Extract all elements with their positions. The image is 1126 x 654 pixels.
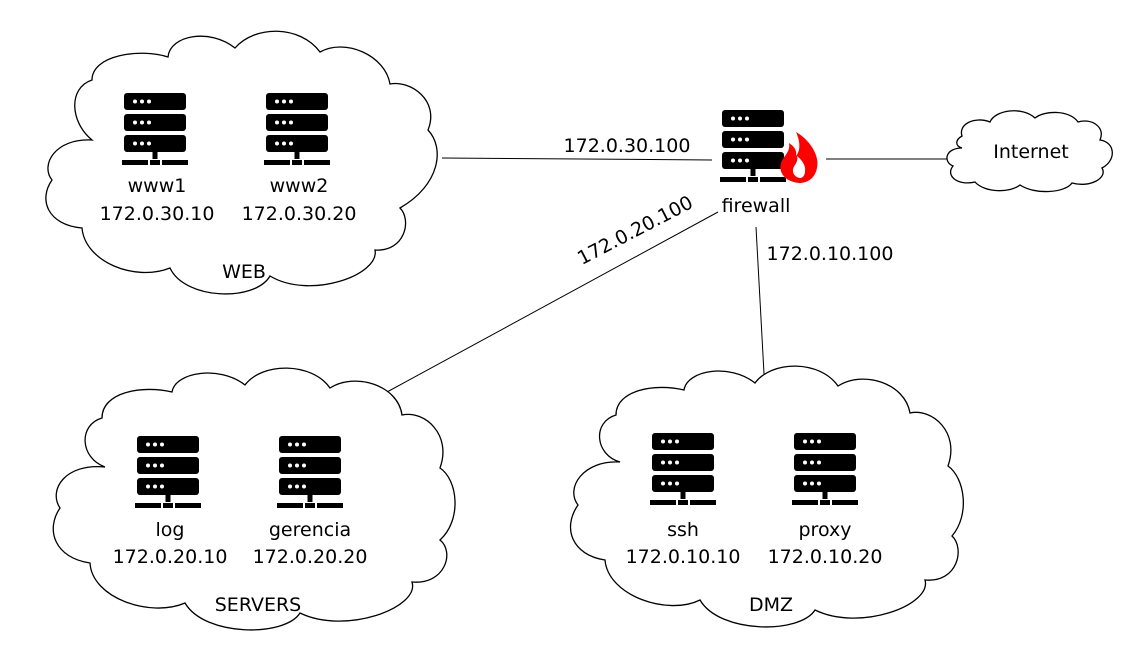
firewall-icon <box>720 110 786 182</box>
firewall-ip-servers: 172.0.20.100 <box>574 192 697 270</box>
network-label-web: WEB <box>222 261 266 283</box>
firewall-ip-dmz: 172.0.10.100 <box>767 243 894 265</box>
link-firewall-servers <box>386 211 719 393</box>
host-ip-gerencia: 172.0.20.20 <box>253 546 368 568</box>
network-label-servers: SERVERS <box>215 594 302 616</box>
host-name-proxy: proxy <box>799 519 852 541</box>
firewall-node: firewall <box>720 110 818 217</box>
links <box>386 157 948 393</box>
host-name-www1: www1 <box>128 175 187 197</box>
link-web-firewall <box>441 157 713 161</box>
host-ip-www1: 172.0.30.10 <box>100 203 215 225</box>
link-firewall-dmz <box>755 226 766 393</box>
web-network: www1 172.0.30.10 www2 172.0.30.20 WEB <box>45 30 438 295</box>
internet-cloud <box>946 110 1113 193</box>
host-ip-log: 172.0.20.10 <box>113 546 228 568</box>
host-name-gerencia: gerencia <box>269 519 351 541</box>
servers-cloud <box>52 367 456 631</box>
host-name-ssh: ssh <box>667 519 699 541</box>
host-ip-proxy: 172.0.10.20 <box>768 546 883 568</box>
network-label-internet: Internet <box>993 141 1068 163</box>
host-name-www2: www2 <box>270 175 329 197</box>
flame-core-icon <box>792 156 806 178</box>
network-label-dmz: DMZ <box>749 594 793 616</box>
host-ip-www2: 172.0.30.20 <box>242 203 357 225</box>
firewall-label: firewall <box>722 195 791 217</box>
servers-network: log 172.0.20.10 gerencia 172.0.20.20 SER… <box>52 367 456 631</box>
web-cloud <box>45 30 438 295</box>
internet-network: Internet <box>946 110 1113 193</box>
host-ip-ssh: 172.0.10.10 <box>626 546 741 568</box>
host-name-log: log <box>156 519 185 541</box>
flame-icon <box>780 132 818 183</box>
firewall-ip-web: 172.0.30.100 <box>564 135 691 157</box>
dmz-cloud <box>569 365 964 628</box>
dmz-network: ssh 172.0.10.10 proxy 172.0.10.20 DMZ <box>569 365 964 628</box>
